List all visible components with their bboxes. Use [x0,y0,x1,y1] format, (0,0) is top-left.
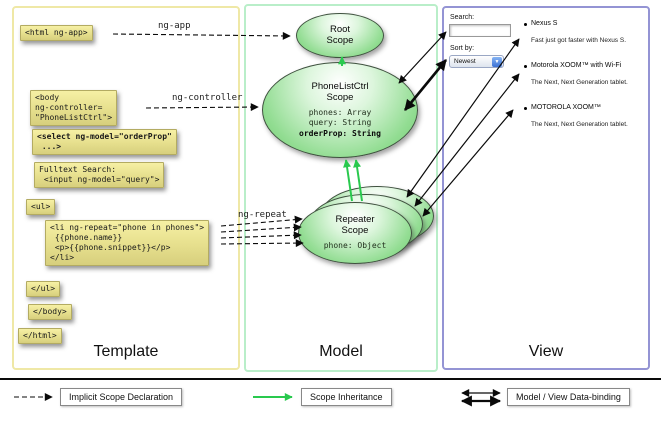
repeater-scope-props: phone: Object [323,240,387,250]
list-item-desc: Fast just got faster with Nexus S. [531,37,627,45]
repeater-scope-title: Repeater Scope [335,213,375,236]
view-search-input[interactable] [449,24,511,37]
code-body-close: </body> [28,304,72,320]
dropdown-arrow-icon: ▼ [492,56,502,67]
bullet-icon [524,65,527,68]
template-panel-label: Template [93,343,159,360]
code-fulltext-search: Fulltext Search: <input ng-model="query"… [34,162,165,188]
view-panel-label: View [528,343,564,360]
repeater-scope-ellipse-front: Repeater Scope phone: Object [298,202,412,264]
list-item-desc: The Next, Next Generation tablet. [531,121,628,129]
phonelistctrl-scope-ellipse: PhoneListCtrl Scope phones: Array query:… [262,62,418,158]
root-scope-ellipse: Root Scope [296,13,384,58]
list-item: Nexus S Fast just got faster with Nexus … [524,20,646,44]
code-ul-close: </ul> [26,281,61,297]
list-item-name: MOTOROLA XOOM™ [531,104,601,111]
view-sort-value: Newest [454,58,476,65]
bullet-icon [524,23,527,26]
view-sort-select[interactable]: Newest ▼ [449,55,504,68]
list-item: Motorola XOOM™ with Wi-Fi The Next, Next… [524,62,646,86]
view-sort-label: Sort by: [450,45,475,52]
ng-app-label: ng-app [158,21,191,31]
phonelistctrl-scope-orderprop: orderProp: String [299,128,381,138]
model-panel [244,4,438,372]
root-scope-title: Root Scope [326,23,354,46]
list-item-name: Motorola XOOM™ with Wi-Fi [531,62,622,69]
list-item: MOTOROLA XOOM™ The Next, Next Generation… [524,104,646,128]
legend-databinding: Model / View Data-binding [507,388,630,406]
code-html-open: <html ng-app> [20,25,93,41]
ng-repeat-label: ng-repeat [238,210,287,220]
legend-separator-line [0,378,661,380]
list-item-name: Nexus S [531,20,558,27]
code-ul-open: <ul> [26,199,56,215]
bullet-icon [524,107,527,110]
view-search-label: Search: [450,14,475,21]
phonelistctrl-scope-title: PhoneListCtrl Scope [311,81,369,104]
ng-controller-label: ng-controller [172,93,243,103]
list-item-desc: The Next, Next Generation tablet. [531,79,628,87]
model-panel-label: Model [319,343,363,360]
legend-implicit-scope: Implicit Scope Declaration [60,388,183,406]
code-body-open: <body ng-controller= "PhoneListCtrl"> [30,90,118,126]
legend-scope-inheritance: Scope Inheritance [301,388,392,406]
phonelistctrl-scope-props: phones: Array query: String [308,108,372,128]
code-html-close: </html> [18,328,62,344]
code-select: <select ng-model="orderProp" ...> [32,129,177,155]
code-li-repeat: <li ng-repeat="phone in phones"> {{phone… [45,220,210,266]
